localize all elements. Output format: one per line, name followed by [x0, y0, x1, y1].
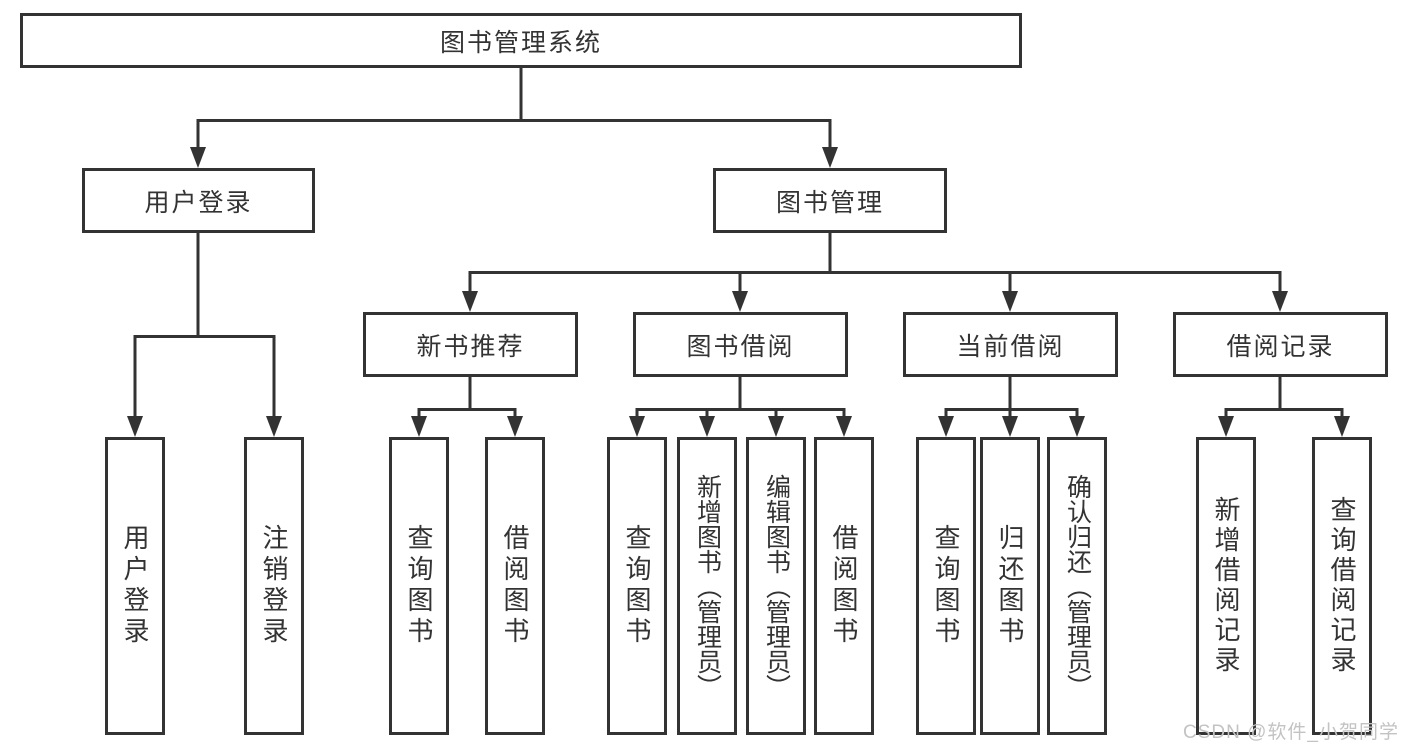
leaf-borrowing-query-books-label: 查询图书: [622, 524, 652, 648]
arrow-borrow-borrow: [836, 416, 852, 437]
leaf-user-login: 用户登录: [105, 437, 165, 735]
leaf-borrow-books: 借阅图书: [814, 437, 874, 735]
leaf-add-books-admin: 新增图书（管理员）: [677, 437, 737, 735]
node-current-borrowing-label: 当前借阅: [956, 332, 1065, 361]
arrow-new-book: [462, 291, 478, 312]
leaf-borrowing-query-books: 查询图书: [607, 437, 667, 735]
leaf-logout-label: 注销登录: [259, 524, 289, 648]
arrow-records-add: [1218, 416, 1234, 437]
node-new-book-recommendation: 新书推荐: [363, 312, 578, 377]
arrow-borrow-edit: [768, 416, 784, 437]
arrow-records-query: [1334, 416, 1350, 437]
leaf-query-borrow-record-label: 查询借阅记录: [1327, 496, 1357, 676]
leaf-edit-books-admin-label: 编辑图书（管理员）: [762, 473, 791, 699]
leaf-confirm-return-admin: 确认归还（管理员）: [1047, 437, 1107, 735]
node-book-borrowing-label: 图书借阅: [686, 332, 795, 361]
arrow-leaf-logout: [266, 416, 282, 437]
leaf-query-borrow-record: 查询借阅记录: [1312, 437, 1372, 735]
arrow-current-confirm: [1069, 416, 1085, 437]
leaf-logout: 注销登录: [244, 437, 304, 735]
arrow-user-login: [190, 147, 206, 168]
leaf-return-books: 归还图书: [980, 437, 1040, 735]
leaf-recommend-borrow-books: 借阅图书: [485, 437, 545, 735]
node-root: 图书管理系统: [20, 13, 1022, 68]
arrow-newbook-query: [411, 416, 427, 437]
leaf-confirm-return-admin-label: 确认归还（管理员）: [1063, 473, 1092, 699]
leaf-add-books-admin-label: 新增图书（管理员）: [693, 473, 722, 699]
edge-current-rail: [944, 408, 1079, 418]
leaf-user-login-label: 用户登录: [120, 524, 150, 648]
edge-newbook-rail: [417, 408, 517, 418]
arrow-current-borrow: [1002, 291, 1018, 312]
leaf-recommend-query-books-label: 查询图书: [404, 524, 434, 648]
leaf-recommend-borrow-books-label: 借阅图书: [500, 524, 530, 648]
arrow-newbook-borrow: [507, 416, 523, 437]
arrow-borrow-add: [699, 416, 715, 437]
node-current-borrowing: 当前借阅: [903, 312, 1118, 377]
edge-records-rail: [1224, 408, 1344, 418]
leaf-current-query-books-label: 查询图书: [931, 524, 961, 648]
node-borrowing-records: 借阅记录: [1173, 312, 1388, 377]
edge-borrow-rail: [635, 408, 846, 418]
node-book-management: 图书管理: [713, 168, 947, 233]
arrow-borrow-records: [1272, 291, 1288, 312]
leaf-add-borrow-record-label: 新增借阅记录: [1211, 496, 1241, 676]
arrow-book-borrow: [732, 291, 748, 312]
arrow-leaf-user-login: [127, 416, 143, 437]
arrow-borrow-query: [629, 416, 645, 437]
edge-login-rail: [133, 335, 276, 418]
csdn-watermark: CSDN @软件_小贺同学: [1183, 722, 1399, 743]
leaf-return-books-label: 归还图书: [995, 524, 1025, 648]
leaf-recommend-query-books: 查询图书: [389, 437, 449, 735]
node-user-login: 用户登录: [82, 168, 315, 233]
arrow-current-query: [938, 416, 954, 437]
node-new-book-recommendation-label: 新书推荐: [416, 332, 525, 361]
node-root-label: 图书管理系统: [439, 28, 602, 57]
node-book-management-label: 图书管理: [775, 188, 884, 217]
leaf-add-borrow-record: 新增借阅记录: [1196, 437, 1256, 735]
arrow-current-return: [1002, 416, 1018, 437]
leaf-edit-books-admin: 编辑图书（管理员）: [746, 437, 806, 735]
edge-mgmt-rail: [468, 271, 1282, 293]
node-user-login-label: 用户登录: [144, 188, 253, 217]
arrow-book-mgmt: [822, 147, 838, 168]
leaf-current-query-books: 查询图书: [916, 437, 976, 735]
edge-level2-rail: [196, 119, 832, 150]
node-borrowing-records-label: 借阅记录: [1226, 332, 1335, 361]
leaf-borrow-books-label: 借阅图书: [829, 524, 859, 648]
node-book-borrowing: 图书借阅: [633, 312, 848, 377]
